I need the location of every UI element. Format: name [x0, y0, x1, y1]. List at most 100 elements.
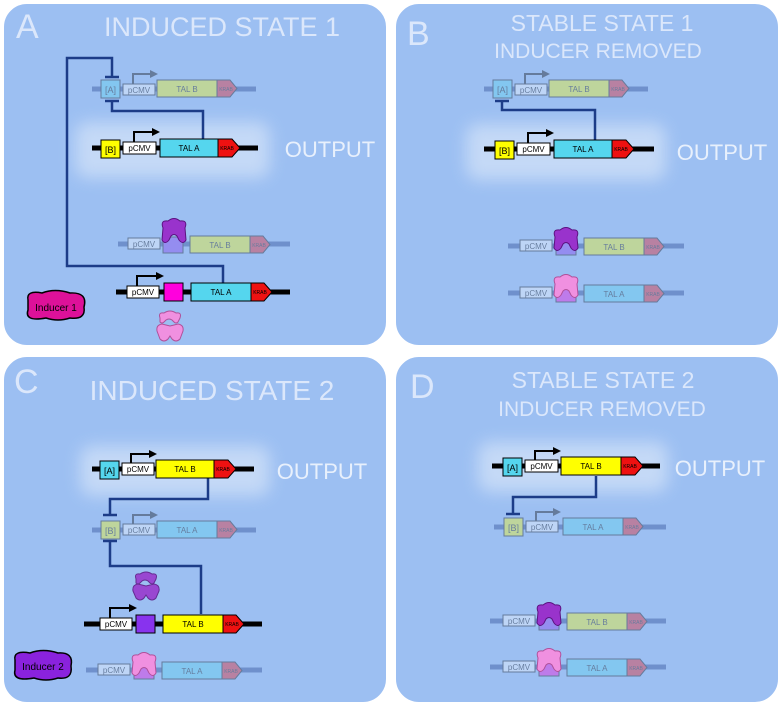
part-shape [524, 73, 544, 84]
part-label-tal-b: TAL B [603, 243, 624, 252]
part-shape [150, 70, 158, 78]
part-label-tal-a: TAL A [177, 526, 199, 535]
part-shape [535, 511, 555, 521]
part-shape [133, 131, 154, 142]
part-label-tal-b: TAL B [580, 462, 601, 471]
part-label-operator-a: [A] [105, 85, 116, 95]
part-shape [100, 79, 121, 99]
part-shape [494, 140, 515, 160]
part-shape [100, 520, 121, 540]
part-label-promoter: pCMV [525, 242, 548, 251]
part-label-krab: KRAB [646, 292, 660, 298]
part-shape [519, 286, 553, 299]
part-shape [249, 235, 271, 254]
part-label-tal-a: TAL A [573, 145, 595, 154]
repression-wire [500, 100, 597, 140]
part-shape [525, 520, 559, 533]
part-shape [492, 79, 513, 99]
construct-output: [B] pCMV TAL A KRAB [484, 129, 654, 160]
output-label: OUTPUT [285, 137, 375, 162]
part-shape [643, 237, 665, 256]
part-shape [608, 79, 630, 98]
part-shape [542, 70, 550, 78]
construct-active: pCMV TAL B KRAB [84, 604, 262, 634]
part-label-promoter: pCMV [127, 465, 150, 474]
panel-b-letter: B [407, 15, 430, 53]
part-shape [566, 612, 628, 631]
part-label-krab: KRAB [629, 620, 643, 626]
part-shape [132, 514, 152, 524]
part-shape [189, 235, 251, 254]
part-shape [99, 460, 120, 480]
repressor-protein [553, 274, 579, 298]
part-shape [622, 517, 644, 536]
part-label-tal-b: TAL B [586, 618, 607, 627]
panel-c-title: INDUCED STATE 2 [90, 375, 335, 406]
part-shape [502, 457, 523, 477]
part-shape [152, 128, 160, 136]
part-label-krab: KRAB [219, 528, 233, 534]
panel-b: B STABLE STATE 1 INDUCER REMOVED OUTPUT … [394, 2, 780, 347]
part-shape [156, 79, 218, 98]
part-label-krab: KRAB [253, 290, 267, 296]
part-shape [611, 139, 635, 159]
part-label-promoter: pCMV [508, 617, 531, 626]
repressor-protein [156, 310, 184, 342]
part-shape [534, 450, 555, 460]
repression-wire [108, 478, 210, 515]
part-shape [502, 660, 536, 673]
part-label-operator-b: [B] [499, 146, 510, 156]
output-label: OUTPUT [277, 459, 367, 484]
part-shape [216, 520, 238, 539]
panel-a: A INDUCED STATE 1 OUTPUT [A] pCMV TAL B … [2, 2, 388, 347]
repressor-protein [536, 648, 562, 672]
part-label-operator-b: [B] [508, 523, 519, 533]
part-label-operator-a: [A] [497, 85, 508, 95]
part-label-operator-b: [B] [105, 526, 116, 536]
part-shape [626, 612, 648, 631]
part-label-krab: KRAB [629, 666, 643, 672]
part-shape [221, 661, 243, 680]
part-shape [643, 284, 665, 303]
repressor-protein [132, 571, 160, 601]
part-label-krab: KRAB [219, 87, 233, 93]
part-shape [163, 282, 184, 302]
part-shape [519, 239, 553, 252]
construct-output: [A] pCMV TAL B KRAB [92, 450, 254, 480]
construct-active: pCMV TAL A KRAB [116, 272, 290, 302]
output-label: OUTPUT [675, 456, 765, 481]
part-shape [156, 272, 164, 280]
part-shape [250, 282, 273, 302]
part-shape [216, 79, 238, 98]
part-shape [562, 517, 624, 536]
part-shape [553, 447, 561, 455]
part-shape [132, 73, 152, 84]
construct-faded: pCMV TAL A KRAB [86, 661, 262, 680]
inducer-2-label: Inducer 2 [22, 662, 64, 673]
part-shape [122, 83, 156, 96]
part-label-krab: KRAB [220, 146, 234, 152]
part-label-tal-a: TAL A [179, 144, 201, 153]
repressor-protein [536, 602, 562, 626]
part-shape [502, 614, 536, 627]
part-shape [620, 456, 644, 476]
panel-a-letter: A [16, 8, 39, 46]
part-label-promoter: pCMV [128, 526, 151, 535]
part-shape [100, 139, 121, 159]
part-shape [566, 658, 628, 677]
part-shape [150, 511, 158, 519]
part-label-promoter: pCMV [530, 462, 553, 471]
inducer-1-label: Inducer 1 [35, 303, 77, 314]
part-shape [548, 79, 610, 98]
part-shape [626, 658, 648, 677]
part-shape [514, 83, 548, 96]
panel-b-title-line1: STABLE STATE 1 [511, 10, 694, 36]
part-shape [156, 520, 218, 539]
inducer-1-blob [26, 289, 86, 321]
panel-d-letter: D [410, 368, 435, 406]
part-shape [213, 459, 237, 479]
part-shape [583, 237, 645, 256]
repression-wire [108, 542, 203, 614]
output-label: OUTPUT [677, 140, 767, 165]
part-shape [130, 453, 151, 463]
